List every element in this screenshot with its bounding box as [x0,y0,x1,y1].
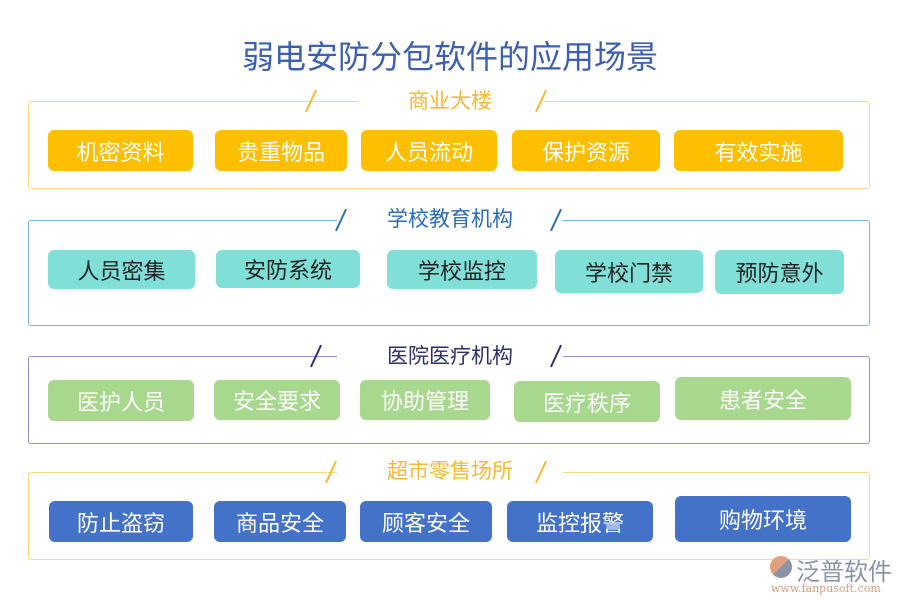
scenario-item: 安全要求 [214,380,340,420]
logo-name: 泛普软件 [796,558,892,586]
scenario-item: 医疗秩序 [514,381,660,422]
scenario-item: 协助管理 [360,380,490,420]
section-title: 学校教育机构 [0,203,900,233]
section-title: 医院医疗机构 [0,340,900,370]
scenario-item: 机密资料 [48,130,193,171]
logo-icon [770,556,792,578]
scenario-item: 人员密集 [48,250,195,289]
scenario-item: 有效实施 [674,130,843,171]
section-title-text: 商业大楼 [358,89,542,113]
scenario-item: 患者安全 [675,377,851,420]
page-title: 弱电安防分包软件的应用场景 [241,38,658,76]
scenario-item: 贵重物品 [215,130,347,171]
section-title-text: 超市零售场所 [337,459,563,483]
scenario-item: 顾客安全 [360,501,492,542]
section-title-text: 医院医疗机构 [337,344,563,368]
scenario-item: 购物环境 [675,496,851,542]
scenario-item: 学校监控 [387,250,537,289]
scenario-item: 预防意外 [715,250,844,294]
scenario-item: 人员流动 [361,130,497,171]
section-title: 商业大楼 [0,85,900,115]
scenario-item: 商品安全 [214,501,346,542]
scenario-item: 保护资源 [512,130,660,171]
section-title: 超市零售场所 [0,455,900,485]
scenario-item: 监控报警 [507,501,653,542]
scenario-item: 安防系统 [216,250,360,288]
scenario-item: 医护人员 [48,380,194,421]
scenario-item: 学校门禁 [555,250,703,293]
logo-url: www.fanpusoft.com [771,582,881,595]
section-title-text: 学校教育机构 [337,207,563,231]
scenario-item: 防止盗窃 [49,501,193,542]
